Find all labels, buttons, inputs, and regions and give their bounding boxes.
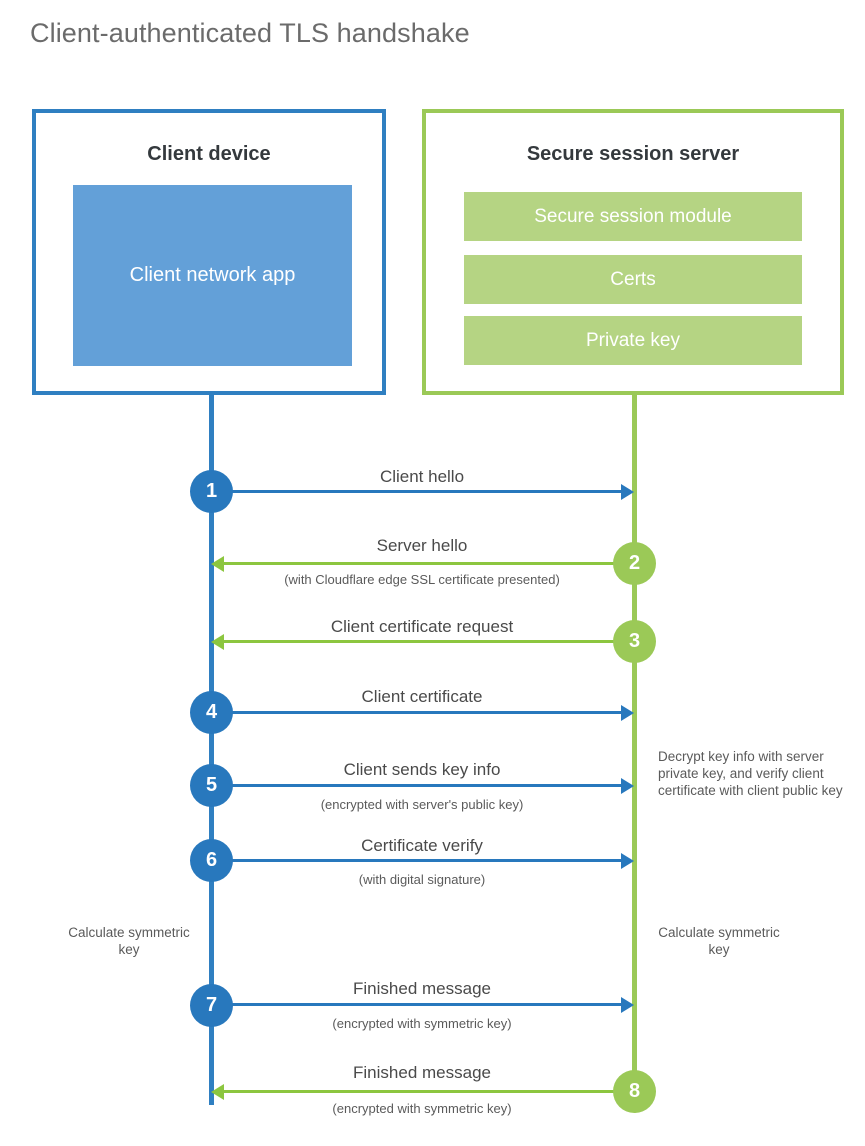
server-item-secure-session-module: Secure session module [464, 192, 802, 241]
step-8-number-badge: 8 [613, 1070, 656, 1113]
step-8-arrow-head-icon [211, 1084, 224, 1100]
step-7-number-badge: 7 [190, 984, 233, 1027]
step-5-arrow-head-icon [621, 778, 634, 794]
step-6-arrow-line [211, 859, 621, 862]
step-1-label: Client hello [379, 467, 465, 486]
secure-session-server-box: Secure session server Secure session mod… [422, 109, 844, 395]
server-lifeline [632, 395, 637, 1093]
step-3-arrow-line [224, 640, 633, 643]
server-item-certs: Certs [464, 255, 802, 304]
step-2-arrow-line [224, 562, 633, 565]
server-decrypt-annotation: Decrypt key info with server private key… [658, 749, 843, 798]
step-4-label: Client certificate [361, 687, 483, 706]
step-5-arrow-line [211, 784, 621, 787]
step-2-number-badge: 2 [613, 542, 656, 585]
step-3-arrow-head-icon [211, 634, 224, 650]
step-2-sublabel: (with Cloudflare edge SSL certificate pr… [284, 572, 560, 587]
step-4-arrow-head-icon [621, 705, 634, 721]
step-3-label: Client certificate request [330, 617, 514, 636]
server-item-private-key: Private key [464, 316, 802, 365]
secure-session-server-title: Secure session server [526, 143, 740, 165]
step-8-sublabel: (encrypted with symmetric key) [332, 1101, 512, 1116]
step-7-arrow-head-icon [621, 997, 634, 1013]
client-device-title: Client device [147, 143, 271, 165]
client-device-box: Client device Client network app [32, 109, 386, 395]
step-4-number-badge: 4 [190, 691, 233, 734]
step-1-arrow-line [211, 490, 621, 493]
step-6-label: Certificate verify [361, 836, 483, 855]
step-2-arrow-head-icon [211, 556, 224, 572]
step-8-arrow-line [224, 1090, 633, 1093]
step-7-label: Finished message [353, 979, 491, 998]
step-5-number-badge: 5 [190, 764, 233, 807]
step-8-label: Finished message [353, 1063, 491, 1082]
step-4-arrow-line [211, 711, 621, 714]
step-1-number-badge: 1 [190, 470, 233, 513]
step-5-label: Client sends key info [343, 760, 501, 779]
client-calculate-symmetric-key-annotation: Calculate symmetric key [68, 925, 190, 957]
step-6-arrow-head-icon [621, 853, 634, 869]
page-title: Client-authenticated TLS handshake [30, 18, 470, 48]
client-lifeline [209, 395, 214, 1105]
step-6-sublabel: (with digital signature) [358, 872, 486, 887]
server-calculate-symmetric-key-annotation: Calculate symmetric key [658, 925, 780, 957]
step-6-number-badge: 6 [190, 839, 233, 882]
step-5-sublabel: (encrypted with server's public key) [320, 797, 524, 812]
step-1-arrow-head-icon [621, 484, 634, 500]
step-7-sublabel: (encrypted with symmetric key) [332, 1016, 512, 1031]
client-network-app-block: Client network app [73, 185, 352, 366]
step-2-label: Server hello [376, 536, 468, 555]
step-3-number-badge: 3 [613, 620, 656, 663]
step-7-arrow-line [211, 1003, 621, 1006]
